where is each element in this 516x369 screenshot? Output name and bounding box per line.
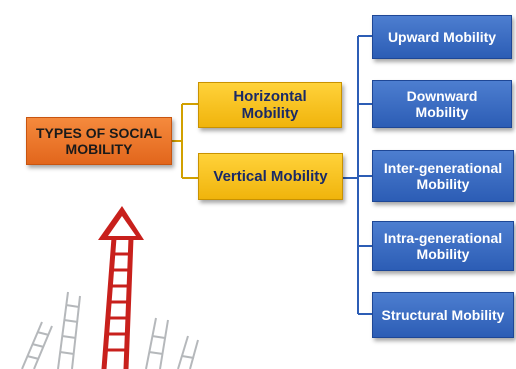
intra-label-line2: Mobility (416, 246, 470, 262)
upward-label: Upward Mobility (387, 28, 497, 45)
downward-label-line2: Mobility (415, 104, 469, 120)
horizontal-label-line1: Horizontal (233, 87, 307, 105)
root-label-line2: MOBILITY (65, 141, 133, 157)
leaf-node-upward-mobility: Upward Mobility (372, 15, 512, 59)
structural-label: Structural Mobility (381, 306, 505, 323)
ladders-graphic (21, 206, 199, 369)
vertical-label: Vertical Mobility (213, 167, 328, 185)
horizontal-label-line2: Mobility (241, 105, 299, 122)
leaf-node-structural-mobility: Structural Mobility (372, 292, 514, 338)
intra-label-line1: Intra-generational (383, 229, 503, 246)
leaf-node-inter-generational-mobility: Inter-generational Mobility (372, 150, 514, 202)
branch-node-vertical-mobility: Vertical Mobility (198, 153, 343, 200)
leaf-node-downward-mobility: Downward Mobility (372, 80, 512, 128)
leaf-node-intra-generational-mobility: Intra-generational Mobility (372, 221, 514, 271)
root-connector (172, 103, 198, 179)
inter-label-line2: Mobility (416, 176, 470, 192)
downward-label-line1: Downward (406, 87, 478, 104)
inter-label-line1: Inter-generational (383, 159, 503, 176)
root-node-types-of-social-mobility: TYPES OF SOCIAL MOBILITY (26, 117, 172, 165)
vertical-connector (343, 35, 372, 315)
root-label-line1: TYPES OF SOCIAL (35, 124, 162, 141)
branch-node-horizontal-mobility: Horizontal Mobility (198, 82, 342, 128)
